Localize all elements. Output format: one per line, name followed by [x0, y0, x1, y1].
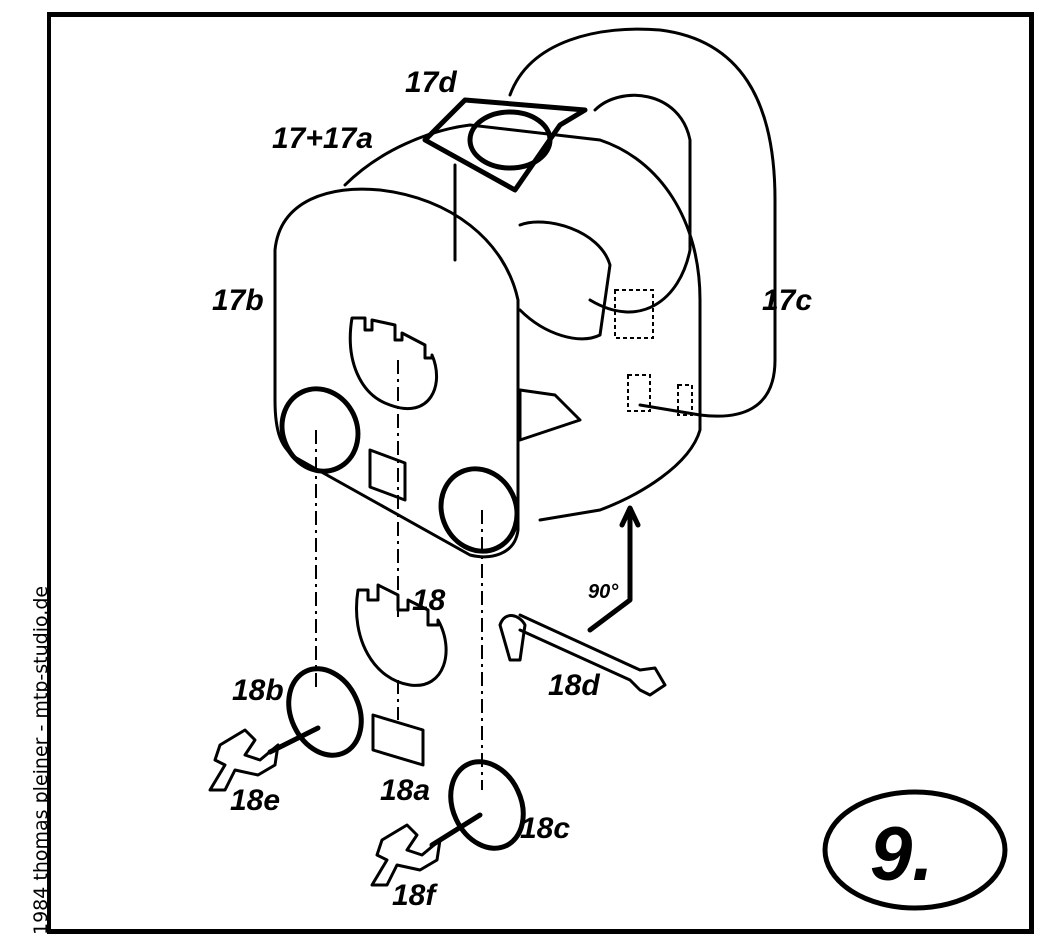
part-18c: [448, 759, 526, 851]
hidden-slot: [627, 374, 651, 412]
top-hole: [467, 109, 553, 171]
diagram-frame: [47, 12, 1034, 934]
label-18b: 18b: [232, 674, 284, 707]
part-18d-lever: [498, 613, 667, 697]
ring-inner: [518, 220, 612, 341]
label-90-degrees: 90°: [588, 581, 619, 603]
label-18f: 18f: [392, 879, 438, 912]
rotate-arrow: [587, 505, 641, 633]
step-badge: [822, 789, 1008, 911]
label-17b: 17b: [212, 284, 264, 317]
label-18e: 18e: [230, 784, 280, 817]
part-17d-top-plate: [422, 97, 588, 193]
front-wheel-right: [438, 466, 520, 554]
label-17c: 17c: [762, 284, 812, 317]
hub: [588, 93, 692, 314]
credit-text: 1984 thomas pleiner - mtp-studio.de: [30, 585, 52, 935]
part-18e: [208, 728, 280, 792]
arrow-18e: [267, 725, 321, 755]
front-cutout: [348, 316, 438, 411]
part-17c-back-disc: [508, 27, 777, 418]
label-18a: 18a: [380, 774, 430, 807]
label-18c: 18c: [520, 812, 570, 845]
label-18d: 18d: [548, 669, 600, 702]
part-17-body: [343, 123, 702, 522]
step-number: 9.: [870, 812, 933, 897]
part-18b: [286, 666, 364, 758]
front-slot: [368, 448, 407, 502]
hidden-slot: [677, 384, 693, 416]
inner-slot: [518, 388, 582, 442]
label-18: 18: [412, 584, 446, 617]
part-18a: [371, 713, 425, 767]
arrow-18f: [429, 812, 483, 848]
part-18f: [370, 823, 442, 887]
part-17b-front-face: [273, 187, 520, 559]
front-wheel-left: [279, 386, 361, 474]
label-17d: 17d: [405, 66, 457, 99]
label-17-17a: 17+17a: [272, 122, 373, 155]
hidden-slot: [614, 289, 654, 339]
part-18: [355, 583, 448, 687]
